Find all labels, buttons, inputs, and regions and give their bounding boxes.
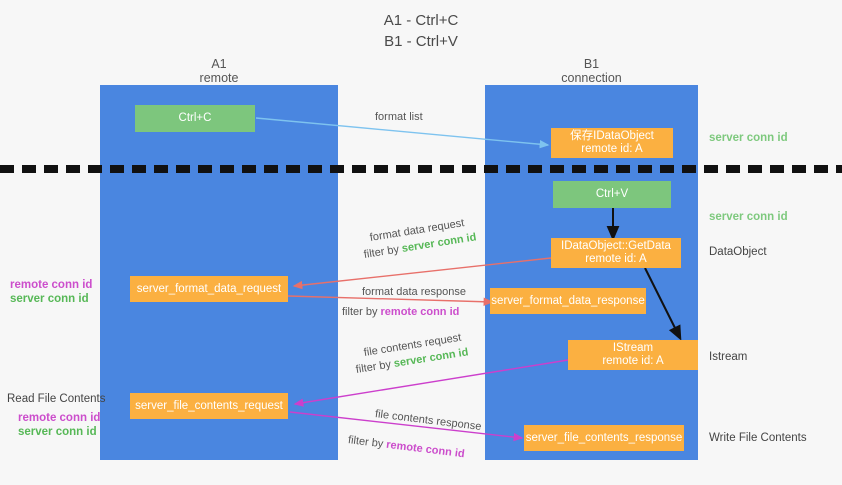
annotation-remote-conn-id-upper: remote conn id	[10, 279, 93, 291]
filter-value-remote-conn-id: remote conn id	[385, 438, 466, 461]
filter-prefix: filter by	[347, 434, 388, 451]
annotation-remote-conn-id-lower: remote conn id	[18, 412, 101, 424]
lane-header-a1: A1 remote	[199, 57, 239, 85]
box-server-format-data-response[interactable]: server_format_data_response	[490, 288, 646, 314]
annotation-server-conn-id-lower: server conn id	[18, 426, 97, 438]
annotation-dataobject: DataObject	[709, 246, 767, 258]
edge-label-format-data-response: format data response	[362, 286, 466, 298]
edge-label-file-contents-response-filter: filter by remote conn id	[347, 433, 465, 462]
page-title: A1 - Ctrl+C B1 - Ctrl+V	[383, 12, 459, 50]
box-server-format-data-request[interactable]: server_format_data_request	[130, 276, 288, 302]
filter-prefix: filter by	[362, 243, 403, 261]
box-ctrl-v[interactable]: Ctrl+V	[553, 181, 671, 208]
edge-label-format-list: format list	[375, 111, 423, 123]
box-save-idataobject[interactable]: 保存IDataObject remote id: A	[551, 128, 673, 158]
box-idataobject-getdata[interactable]: IDataObject::GetData remote id: A	[551, 238, 681, 268]
annotation-read-file-contents: Read File Contents	[7, 393, 106, 405]
box-server-file-contents-request[interactable]: server_file_contents_request	[130, 393, 288, 419]
annotation-istream: Istream	[709, 351, 748, 363]
edge-label-format-data-response-filter: filter by remote conn id	[342, 305, 459, 320]
edge-label-file-contents-response: file contents response	[374, 408, 483, 434]
box-server-file-contents-response[interactable]: server_file_contents_response	[524, 425, 684, 451]
phase-separator	[0, 165, 842, 173]
lane-header-b1: B1 connection	[561, 57, 622, 85]
annotation-server-conn-id-top: server conn id	[709, 132, 788, 144]
box-ctrl-c[interactable]: Ctrl+C	[135, 105, 255, 132]
annotation-server-conn-id-upper: server conn id	[10, 293, 89, 305]
filter-value-remote-conn-id: remote conn id	[380, 306, 460, 318]
annotation-server-conn-id-second: server conn id	[709, 211, 788, 223]
box-istream[interactable]: IStream remote id: A	[568, 340, 698, 370]
filter-prefix: filter by	[342, 306, 381, 318]
annotation-write-file-contents: Write File Contents	[709, 432, 807, 444]
filter-prefix: filter by	[354, 358, 395, 376]
